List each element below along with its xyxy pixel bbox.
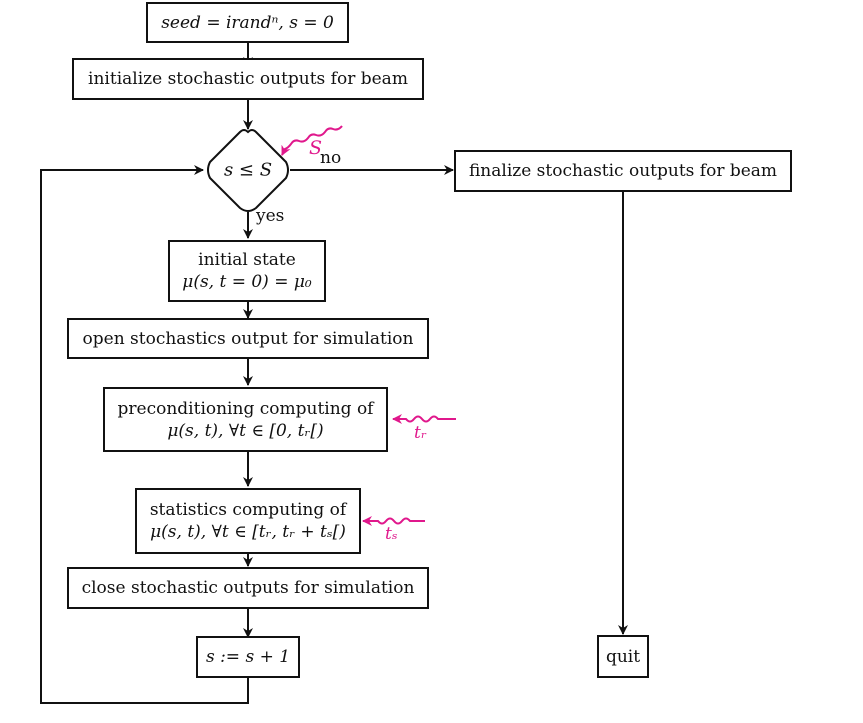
finalize-beam-text: finalize stochastic outputs for beam [468,161,778,181]
annotation-arrow-tr [392,414,456,424]
precond-line1: preconditioning computing of [117,398,374,419]
decision-diamond [207,129,289,212]
precond-line2: μ(s, t), ∀t ∈ [0, tᵣ[) [167,420,324,441]
open-sim-text: open stochastics output for simulation [82,328,414,349]
annotation-arrow-S [281,125,343,156]
initial-state-node: initial state μ(s, t = 0) = μ₀ [168,240,326,302]
initial-state-line2: μ(s, t = 0) = μ₀ [182,272,312,292]
annotation-label-tr: tᵣ [414,423,427,443]
edge-label-yes: yes [256,206,285,226]
quit-text: quit [605,646,641,667]
increment-node: s := s + 1 [196,636,300,678]
annotation-arrow-ts [362,516,425,526]
init-beam-text: initialize stochastic outputs for beam [88,69,408,89]
edge-loop-back [40,165,249,704]
open-sim-node: open stochastics output for simulation [67,318,429,359]
initial-state-line1: initial state [198,250,296,270]
seed-node: seed = irandⁿ, s = 0 [146,2,349,43]
close-sim-node: close stochastic outputs for simulation [67,567,429,609]
quit-node: quit [597,635,649,678]
stats-node: statistics computing of μ(s, t), ∀t ∈ [t… [135,488,361,554]
stats-line1: statistics computing of [149,500,347,520]
init-beam-node: initialize stochastic outputs for beam [72,58,424,100]
seed-text: seed = irandⁿ, s = 0 [161,12,334,33]
annotation-label-S: S [309,137,323,159]
finalize-beam-node: finalize stochastic outputs for beam [454,150,792,192]
increment-text: s := s + 1 [205,647,291,667]
close-sim-text: close stochastic outputs for simulation [81,578,415,598]
annotation-label-ts: tₛ [385,524,398,544]
precond-node: preconditioning computing of μ(s, t), ∀t… [103,387,388,452]
stats-line2: μ(s, t), ∀t ∈ [tᵣ, tᵣ + tₛ[) [150,522,346,542]
loop-condition-text: s ≤ S [223,159,273,181]
edge-label-no: no [320,148,342,168]
